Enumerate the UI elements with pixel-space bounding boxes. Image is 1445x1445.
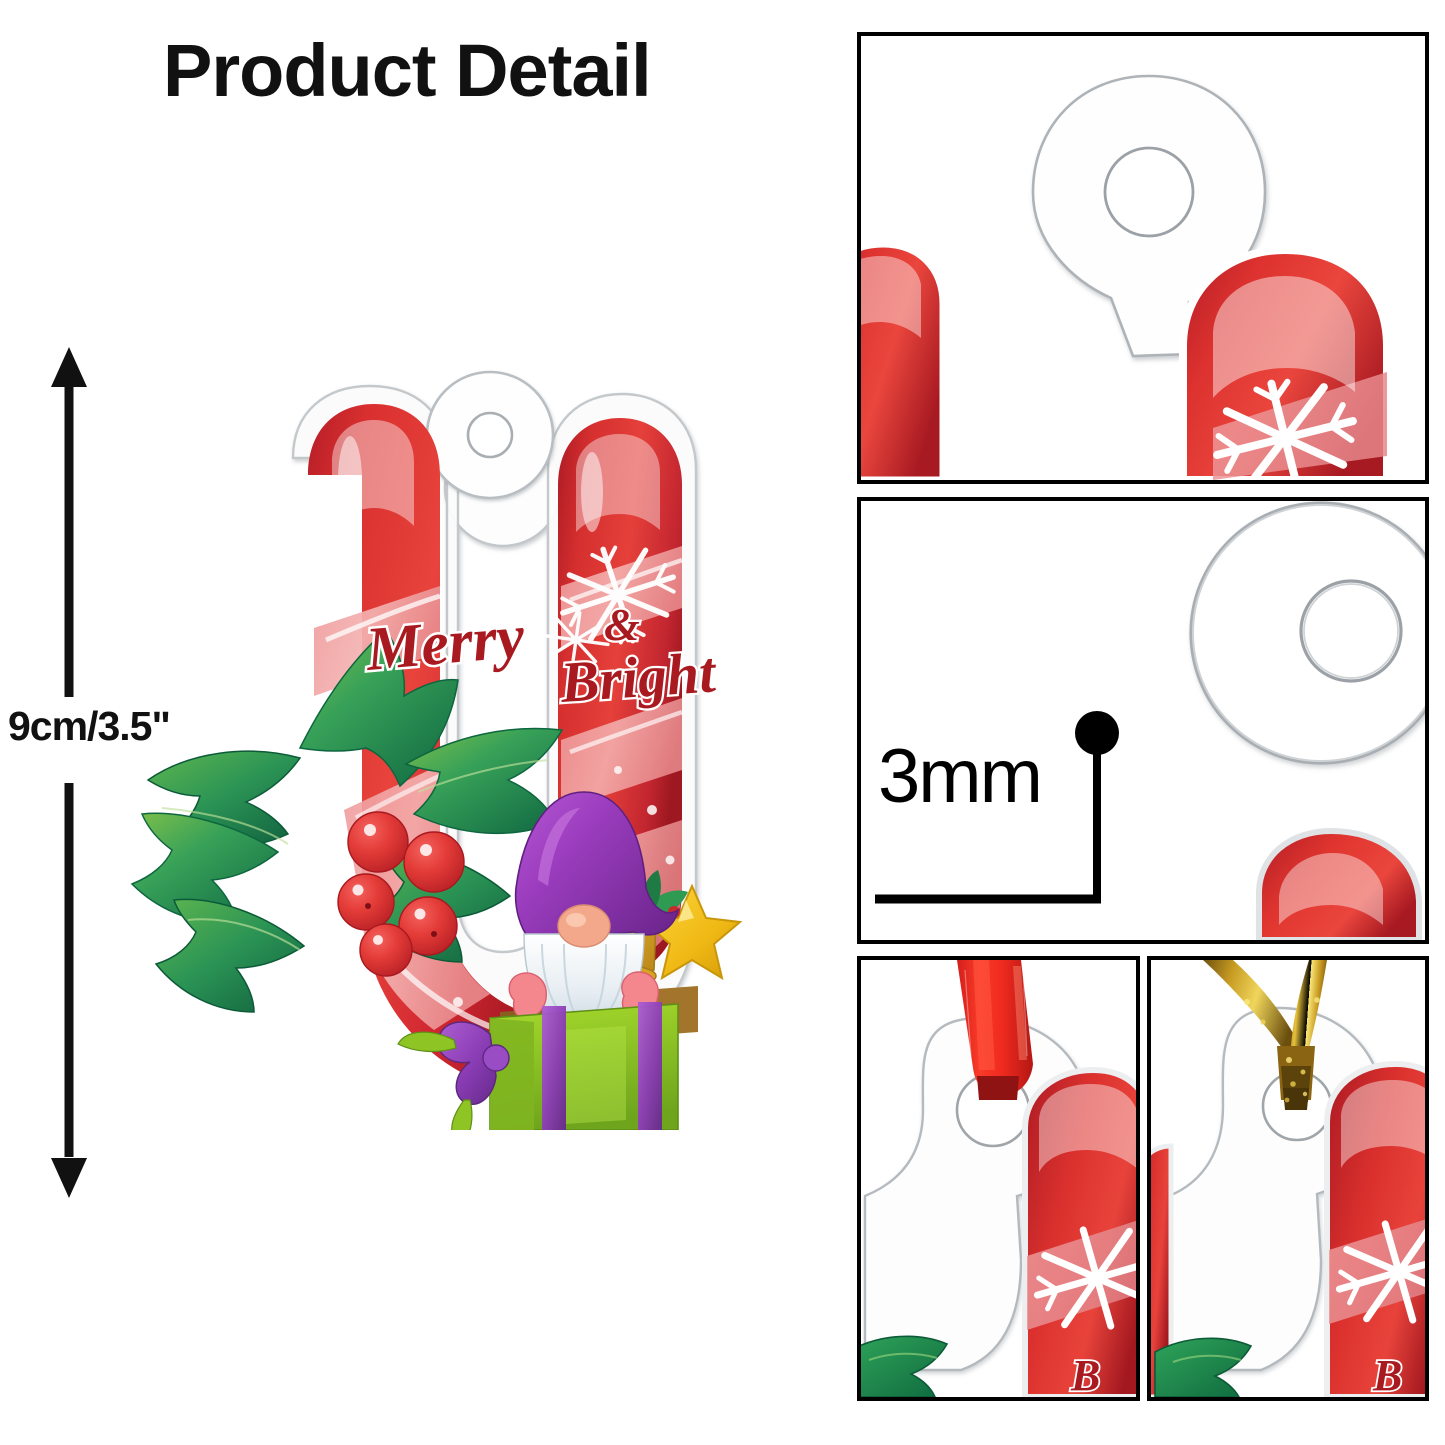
purple-bow xyxy=(397,1021,510,1130)
dimension-arrow xyxy=(51,347,87,1198)
thickness-art xyxy=(861,501,1425,940)
candy-top-right xyxy=(1179,245,1391,480)
snowflake-icon xyxy=(1335,1220,1425,1324)
panel-cord-hanger: B xyxy=(1147,956,1429,1401)
candy-top-left xyxy=(861,240,947,480)
page-title: Product Detail xyxy=(163,29,652,112)
holly-decoration xyxy=(130,628,564,1013)
svg-text:B: B xyxy=(1070,1351,1100,1397)
panel-ribbon-hanger: B xyxy=(857,956,1140,1401)
hole-closeup-art xyxy=(861,36,1425,480)
thickness-leader xyxy=(875,711,1119,904)
ampersand-text: & xyxy=(604,599,640,650)
gold-cord xyxy=(1203,960,1327,1110)
thickness-label: 3mm xyxy=(878,734,1043,819)
holly-berries xyxy=(337,811,465,977)
panel-hole-closeup xyxy=(857,32,1429,484)
candy-tip xyxy=(1256,827,1422,940)
gnome xyxy=(508,791,680,1033)
panel-thickness-callout: 3mm xyxy=(857,497,1429,944)
cord-art: B xyxy=(1151,960,1425,1397)
dimension-label: 9cm/3.5" xyxy=(8,703,171,749)
holly-leaf xyxy=(1154,1337,1253,1397)
snowflake-icon xyxy=(1033,1226,1136,1330)
holly-leaf xyxy=(861,1335,949,1397)
candy-arm-left-partial xyxy=(1151,1143,1174,1397)
candy-arm-right: B xyxy=(1324,1060,1425,1397)
snowflake-icon xyxy=(1213,378,1357,480)
acrylic-hang-tab-large xyxy=(1189,501,1425,765)
ribbon-art: B xyxy=(861,960,1136,1397)
candy-arm: B xyxy=(1022,1066,1136,1397)
bright-text: Bright xyxy=(557,639,719,715)
gift-box-with-gnome xyxy=(397,791,743,1130)
product-image: Merry & Bright xyxy=(130,370,743,1130)
hanging-hole-tab xyxy=(425,370,555,500)
snowflake-icon xyxy=(542,545,676,669)
svg-text:B: B xyxy=(1372,1351,1402,1397)
red-ribbon xyxy=(957,960,1033,1100)
merry-text: Merry xyxy=(362,602,527,684)
